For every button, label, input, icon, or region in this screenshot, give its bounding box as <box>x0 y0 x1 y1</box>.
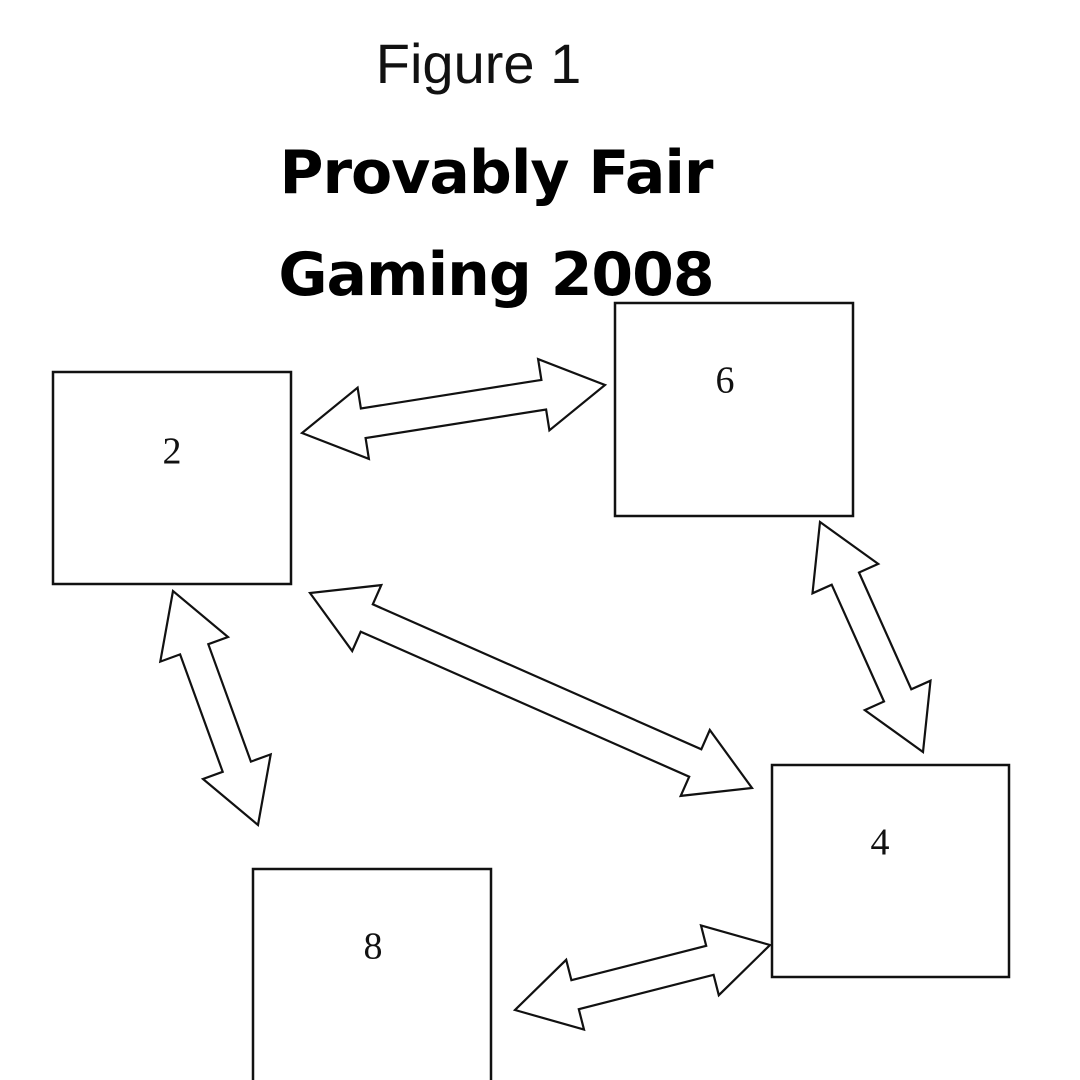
arrows-layer <box>158 357 932 1032</box>
figure-label: Figure 1 <box>375 32 582 95</box>
node-4-box <box>770 763 1011 979</box>
node-2: 2 <box>51 370 293 586</box>
node-4-label: 4 <box>871 822 890 864</box>
arrow-2-8 <box>158 588 273 828</box>
node-2-label: 2 <box>163 431 182 473</box>
node-6-label: 6 <box>716 360 735 402</box>
node-8-box <box>251 867 493 1080</box>
arrow-8-4 <box>512 923 773 1032</box>
node-8-label: 8 <box>364 926 383 968</box>
arrow-6-4 <box>811 519 932 755</box>
node-6-box <box>613 301 855 518</box>
arrow-2-4 <box>307 583 755 798</box>
node-2-box <box>51 370 293 586</box>
page-title: Provably Fair Gaming 2008 <box>0 122 992 326</box>
node-6: 6 <box>613 301 855 518</box>
title-line-2: Gaming 2008 <box>278 240 714 310</box>
node-4: 4 <box>770 763 1011 979</box>
title-line-1: Provably Fair <box>279 138 713 208</box>
node-8: 8 <box>251 867 493 1080</box>
arrow-2-6 <box>299 357 608 461</box>
